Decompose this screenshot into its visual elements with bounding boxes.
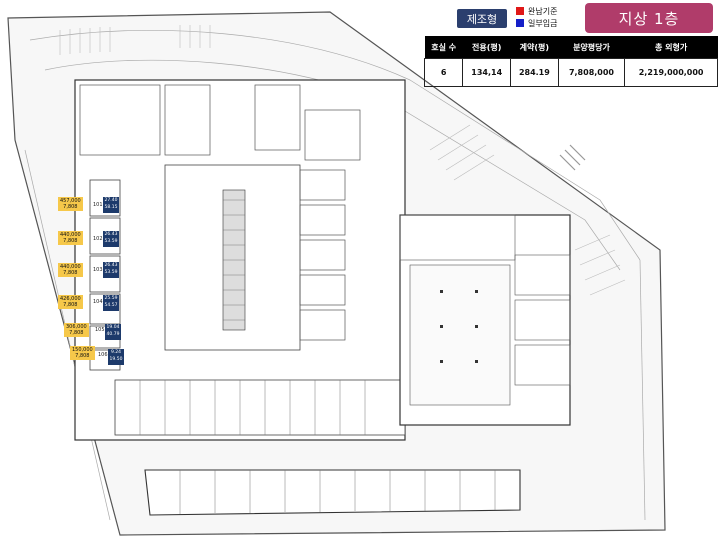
column-grid [440,290,478,363]
col-exclusive-area: 전용(평) [462,36,511,59]
val-price-per-pyeong: 7,808,000 [557,58,626,87]
col-total-price: 총 외형가 [624,36,718,59]
unit-id: 105 [95,327,105,333]
val-unit-count: 6 [423,58,464,87]
summary-value-row: 6 134,14 284.19 7,808,000 2,219,000,000 [423,58,718,87]
summary-header-row: 호실 수 전용(평) 계약(평) 분양평당가 총 외형가 [424,36,718,59]
col-contract-area: 계약(평) [510,36,559,59]
val-contract-area: 284.19 [510,58,559,87]
legend-label: 완납기준 [528,6,558,16]
legend-swatch-blue [516,19,524,27]
legend-item-partial-payment: 일부입금 [516,17,557,29]
legend-label: 일부입금 [528,18,558,28]
col-unit-count: 호실 수 [424,36,463,59]
crosswalk [559,144,586,171]
legend-item-full-payment: 완납기준 [516,5,557,17]
parking-stripes-east [429,124,626,296]
legend: 완납기준 일부입금 [516,5,557,29]
unit-id: 104 [93,299,103,305]
road-east-edge [639,259,646,521]
parking-stripes-north [59,25,211,55]
north-cells [79,84,361,161]
south-strip [144,469,521,516]
building-type-badge: 제조형 [457,9,507,28]
summary-table: 호실 수 전용(평) 계약(평) 분양평당가 총 외형가 6 134,14 28… [423,36,718,87]
legend-swatch-red [516,7,524,15]
val-exclusive-area: 134,14 [462,58,512,87]
floor-badge: 지상 1층 [585,3,713,33]
unit-id: 101 [93,202,103,208]
col-price-per-pyeong: 분양평당가 [558,36,625,59]
center-east-units [299,169,346,341]
south-band [114,379,406,436]
unit-id: 106 [98,352,108,358]
road-curve-north [29,30,641,261]
unit-id: 103 [93,267,103,273]
east-courtyard [409,264,511,406]
unit-id: 102 [93,236,103,242]
val-total-price: 2,219,000,000 [624,58,718,87]
